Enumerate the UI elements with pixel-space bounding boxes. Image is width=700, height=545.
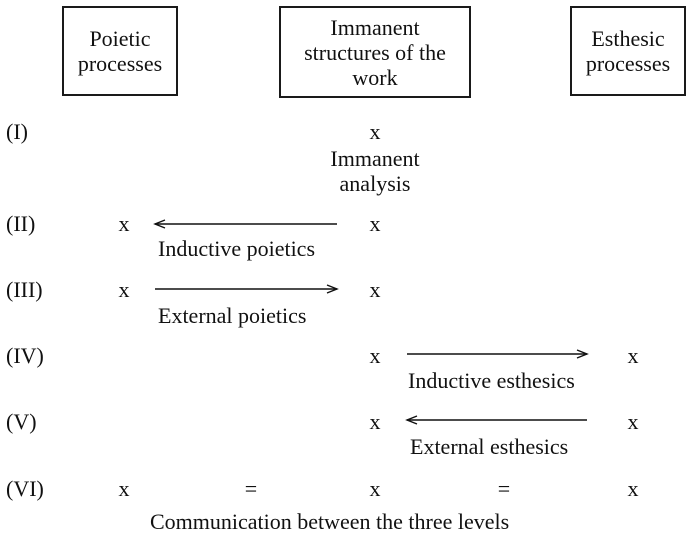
esthesic-mark-iv: x [627, 343, 639, 368]
poietic-processes-label: Poietic processes [77, 26, 163, 76]
immanent-mark-iv: x [369, 343, 381, 368]
immanent-structures-box: Immanent structures of the work [279, 6, 471, 98]
immanent-structures-label: Immanent structures of the work [304, 14, 446, 90]
equals-sign-right: = [497, 476, 511, 501]
arrow-inductive-esthesics [407, 349, 589, 359]
esthesic-processes-label: Esthesic processes [585, 26, 671, 76]
inductive-poietics-label: Inductive poietics [158, 236, 316, 261]
row-numeral-ii: (II) [6, 211, 36, 236]
arrow-inductive-esthesics-head [576, 349, 589, 359]
row-numeral-i: (I) [6, 119, 28, 144]
communication-label: Communication between the three levels [150, 509, 510, 534]
poietic-mark-vi: x [118, 476, 130, 501]
immanent-mark-v: x [369, 409, 381, 434]
equals-sign-left: = [244, 476, 258, 501]
arrow-inductive-poietics-head [153, 219, 166, 229]
immanent-mark-ii: x [369, 211, 381, 236]
esthesic-mark-vi: x [627, 476, 639, 501]
poietic-processes-box: Poietic processes [62, 6, 178, 96]
row-numeral-iii: (III) [6, 277, 43, 302]
poietic-mark-iii: x [118, 277, 130, 302]
inductive-esthesics-label: Inductive esthesics [408, 368, 575, 393]
arrow-external-poietics [155, 284, 339, 294]
external-poietics-label: External poietics [158, 303, 307, 328]
immanent-mark-vi: x [369, 476, 381, 501]
arrow-external-esthesics [405, 415, 587, 425]
external-esthesics-label: External esthesics [410, 434, 569, 459]
immanent-mark-i: x [369, 119, 381, 144]
row-numeral-iv: (IV) [6, 343, 44, 368]
arrow-external-poietics-head [326, 284, 339, 294]
esthesic-processes-box: Esthesic processes [570, 6, 686, 96]
immanent-analysis-label: Immanent analysis [330, 146, 420, 196]
immanent-mark-iii: x [369, 277, 381, 302]
arrow-external-esthesics-head [405, 415, 418, 425]
row-numeral-vi: (VI) [6, 476, 44, 501]
arrow-inductive-poietics [153, 219, 337, 229]
row-numeral-v: (V) [6, 409, 37, 434]
poietic-mark-ii: x [118, 211, 130, 236]
esthesic-mark-v: x [627, 409, 639, 434]
